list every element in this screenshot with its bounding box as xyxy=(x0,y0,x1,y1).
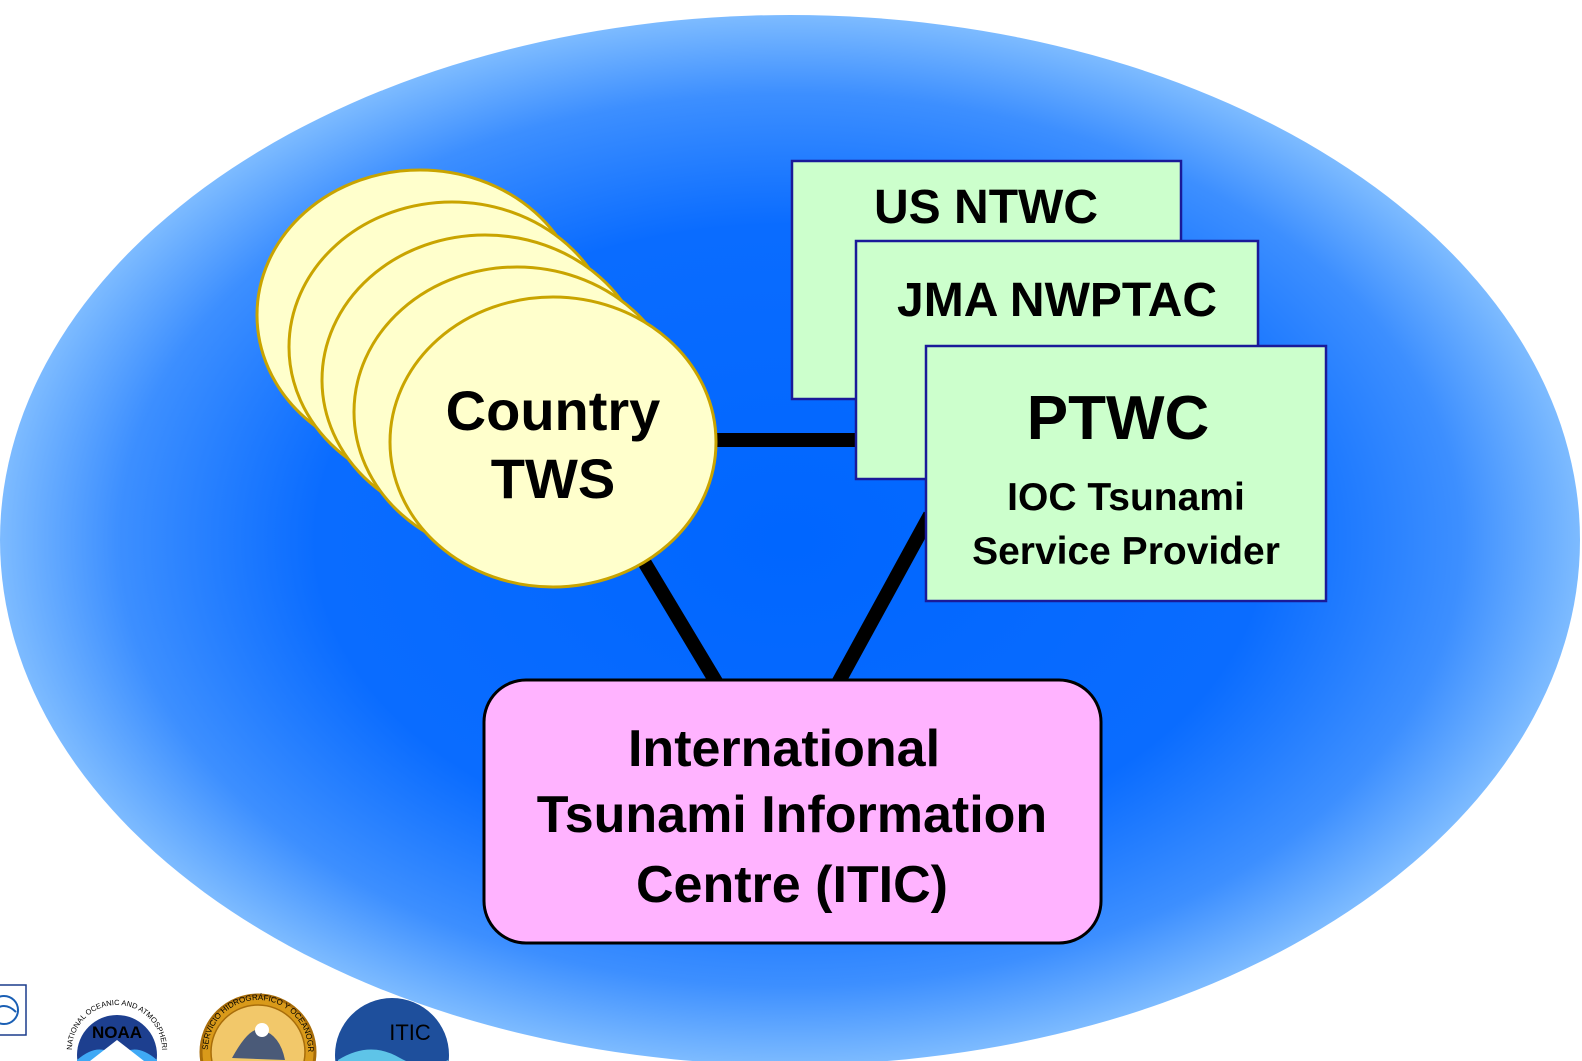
partial-logo xyxy=(0,984,27,1036)
country-tws-line1: Country xyxy=(446,379,661,442)
ptwc-subtitle-line1: IOC Tsunami xyxy=(1007,476,1245,519)
jma-nwptac-label: JMA NWPTAC xyxy=(897,274,1217,327)
itic-logo-text: ITIC xyxy=(389,1020,431,1045)
itic-line1: International xyxy=(628,720,940,778)
noaa-text: NOAA xyxy=(92,1023,142,1042)
itic-line2: Tsunami Information xyxy=(537,786,1047,844)
ptwc-title: PTWC xyxy=(1027,384,1210,453)
connector-lines xyxy=(633,433,937,689)
connector-ptwc-to-itic xyxy=(831,511,937,687)
country-tws-stack xyxy=(255,168,718,589)
itic-logo: ITIC xyxy=(335,998,449,1061)
itic-line3: Centre (ITIC) xyxy=(636,856,948,914)
ptwc-subtitle-line2: Service Provider xyxy=(972,530,1280,573)
country-circle-5 xyxy=(388,295,718,589)
country-tws-line2: TWS xyxy=(491,447,615,510)
us-ntwc-label: US NTWC xyxy=(874,181,1098,234)
connector-country-to-itic xyxy=(633,551,725,689)
itic-box xyxy=(482,678,1103,945)
ptwc-box xyxy=(924,344,1328,603)
